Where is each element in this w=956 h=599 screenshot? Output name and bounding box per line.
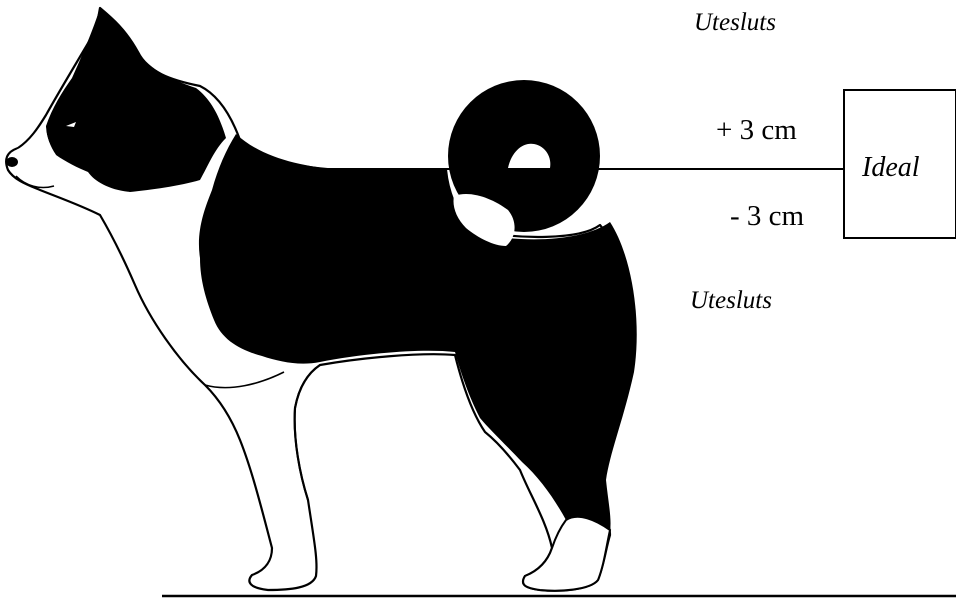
dog-head-black (46, 8, 226, 192)
label-ideal: Ideal (861, 152, 920, 183)
dog-rear-sock (523, 517, 610, 591)
label-plus-3cm: + 3 cm (716, 114, 797, 146)
label-excluded-top: Utesluts (694, 9, 776, 36)
dog-nose (6, 157, 18, 167)
label-minus-3cm: - 3 cm (730, 200, 805, 232)
dog-illustration (6, 8, 637, 591)
label-excluded-bottom: Utesluts (690, 287, 772, 314)
